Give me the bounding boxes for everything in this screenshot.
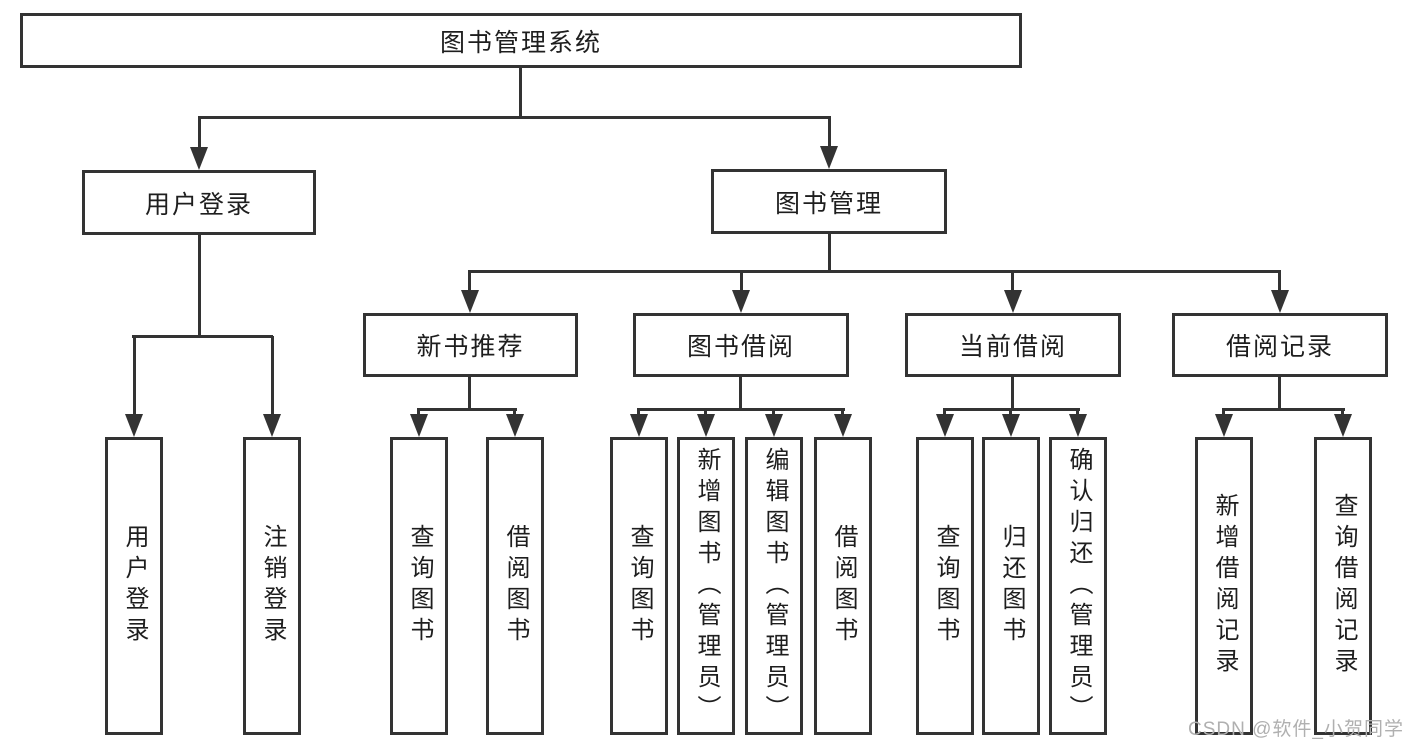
arrow-down-icon: [1334, 414, 1352, 437]
arrow-down-icon: [1069, 414, 1087, 437]
node-current-query-books: 查询图书: [916, 437, 974, 735]
arrow-down-icon: [732, 290, 750, 313]
connector-line: [1278, 377, 1281, 410]
node-user-login: 用户登录: [82, 170, 316, 235]
node-confirm-return-admin: 确认归还（管理员）: [1049, 437, 1107, 735]
watermark: CSDN @软件_小贺同学: [1188, 719, 1404, 740]
arrow-down-icon: [834, 414, 852, 437]
arrow-down-icon: [1215, 414, 1233, 437]
arrow-down-icon: [263, 414, 281, 437]
connector-line: [637, 408, 845, 411]
node-borrow-query-books: 查询图书: [610, 437, 668, 735]
arrow-down-icon: [697, 414, 715, 437]
arrow-down-icon: [506, 414, 524, 437]
node-borrowing-records: 借阅记录: [1172, 313, 1388, 377]
connector-line: [1011, 272, 1014, 294]
arrow-down-icon: [820, 146, 838, 169]
connector-line: [198, 235, 201, 336]
connector-line: [1222, 408, 1345, 411]
arrow-down-icon: [1004, 290, 1022, 313]
node-return-books: 归还图书: [982, 437, 1040, 735]
connector-line: [1278, 272, 1281, 294]
arrow-down-icon: [125, 414, 143, 437]
arrow-down-icon: [1271, 290, 1289, 313]
connector-line: [198, 116, 831, 119]
node-query-borrow-record: 查询借阅记录: [1314, 437, 1372, 735]
node-rec-query-books: 查询图书: [390, 437, 448, 735]
connector-line: [468, 272, 471, 294]
connector-line: [271, 336, 274, 418]
connector-line: [740, 272, 743, 294]
node-rec-borrow-books: 借阅图书: [486, 437, 544, 735]
node-new-book-recommendation: 新书推荐: [363, 313, 578, 377]
node-logout: 注销登录: [243, 437, 301, 735]
arrow-down-icon: [1002, 414, 1020, 437]
connector-line: [468, 377, 471, 410]
node-user-login-leaf: 用户登录: [105, 437, 163, 735]
node-borrow-borrow-books: 借阅图书: [814, 437, 872, 735]
connector-line: [828, 234, 831, 272]
connector-line: [943, 408, 1080, 411]
node-current-borrowing: 当前借阅: [905, 313, 1121, 377]
node-book-borrowing: 图书借阅: [633, 313, 849, 377]
connector-line: [519, 68, 522, 118]
arrow-down-icon: [936, 414, 954, 437]
arrow-down-icon: [410, 414, 428, 437]
node-book-management: 图书管理: [711, 169, 947, 234]
arrow-down-icon: [461, 290, 479, 313]
node-library-management-system: 图书管理系统: [20, 13, 1022, 68]
connector-line: [132, 335, 273, 338]
node-add-borrow-record: 新增借阅记录: [1195, 437, 1253, 735]
connector-line: [828, 117, 831, 153]
connector-line: [1011, 377, 1014, 410]
arrow-down-icon: [765, 414, 783, 437]
node-edit-books-admin: 编辑图书（管理员）: [745, 437, 803, 735]
connector-line: [133, 336, 136, 418]
arrow-down-icon: [190, 147, 208, 170]
connector-line: [739, 377, 742, 410]
connector-line: [198, 117, 201, 153]
connector-line: [468, 270, 1281, 273]
node-add-books-admin: 新增图书（管理员）: [677, 437, 735, 735]
connector-line: [417, 408, 517, 411]
arrow-down-icon: [630, 414, 648, 437]
